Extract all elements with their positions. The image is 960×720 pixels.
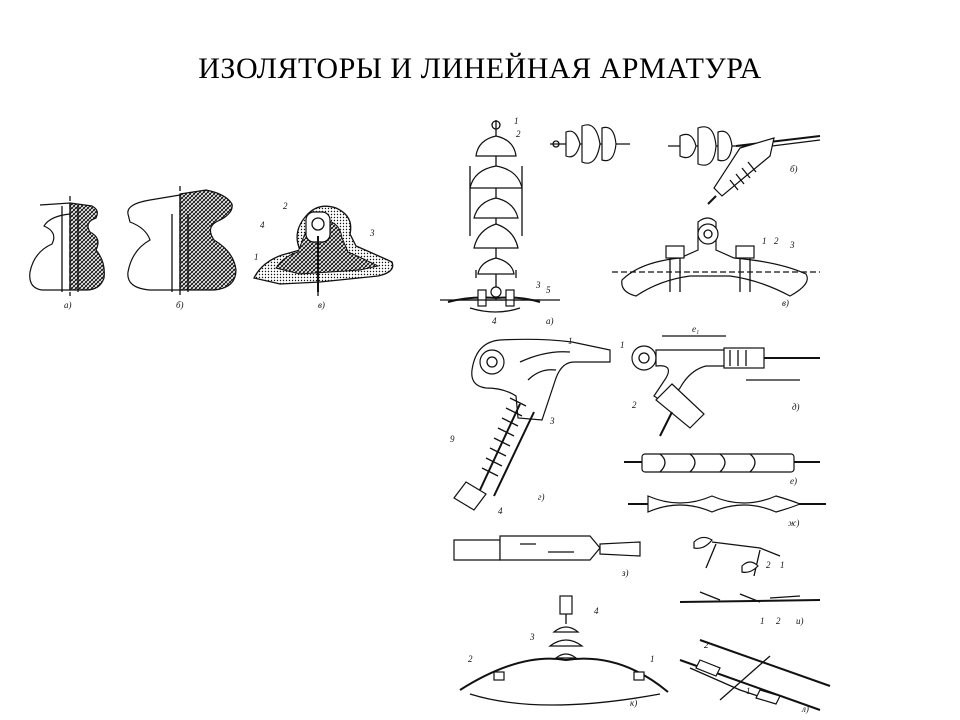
label-clamp-v-1: 1 xyxy=(762,236,767,246)
label-str-2: 2 xyxy=(516,129,521,139)
label-k: к) xyxy=(630,698,637,708)
label-v-4: 4 xyxy=(260,220,265,230)
label-g-3: 3 xyxy=(549,416,555,426)
spacer-k: 2 3 4 1 к) xyxy=(459,595,669,708)
label-i-2b: 2 xyxy=(776,616,781,626)
label-str-1: 1 xyxy=(514,116,519,126)
label-clamp-b: б) xyxy=(790,164,798,174)
label-d-2: 2 xyxy=(632,400,637,410)
label-i-1b: 1 xyxy=(760,616,765,626)
disk-insulator-v: 2 4 3 1 в) xyxy=(253,201,394,310)
label-b: б) xyxy=(176,300,184,310)
phase-spacer-l: 2 1 л) xyxy=(679,639,831,714)
horizontal-insulator xyxy=(550,124,630,164)
label-e: е) xyxy=(790,476,797,486)
label-l-2: 2 xyxy=(704,640,709,650)
label-i-2: 2 xyxy=(766,560,771,570)
label-d: д) xyxy=(792,402,800,412)
label-g-4: 4 xyxy=(498,506,503,516)
twisted-connector-zh: ж) xyxy=(628,495,826,528)
oval-connector-e: е) xyxy=(624,453,820,486)
label-k-2: 2 xyxy=(468,654,473,664)
pin-insulator-b: б) xyxy=(127,186,237,310)
label-i: и) xyxy=(796,616,804,626)
label-k-1: 1 xyxy=(650,654,655,664)
label-g-9: 9 xyxy=(450,434,455,444)
label-l-1: 1 xyxy=(746,686,751,696)
label-d-1: 1 xyxy=(620,340,625,350)
label-i-1: 1 xyxy=(780,560,785,570)
label-clamp-v: в) xyxy=(782,298,789,308)
label-str-4: 4 xyxy=(492,316,497,326)
pin-insulator-a: а) xyxy=(29,196,105,310)
label-l: л) xyxy=(801,704,809,714)
label-str-3: 3 xyxy=(535,280,541,290)
label-z: з) xyxy=(621,568,629,578)
label-d-e: e₁ xyxy=(692,324,699,334)
label-k-3: 3 xyxy=(529,632,535,642)
tension-clamp-b: б) xyxy=(668,126,821,205)
insulator-string-a: 1 2 3 5 4 а) xyxy=(440,116,560,326)
label-k-4: 4 xyxy=(594,606,599,616)
label-v-1: 1 xyxy=(254,252,259,262)
wedge-clamp-d: e₁ 1 2 д) xyxy=(620,324,820,437)
damper-group-i: 2 1 1 2 и) xyxy=(679,536,821,626)
label-v-2: 2 xyxy=(283,201,288,211)
label-a: а) xyxy=(64,300,72,310)
label-str-a: а) xyxy=(546,316,554,326)
suspension-clamp-v: 1 2 3 в) xyxy=(612,217,820,308)
tension-clamp-g: 1 3 9 4 г) xyxy=(450,336,611,516)
label-clamp-v-3: 3 xyxy=(789,240,795,250)
label-zh: ж) xyxy=(788,518,799,528)
label-v: в) xyxy=(318,300,325,310)
compression-sleeve-z: з) xyxy=(453,535,641,578)
slide-title: ИЗОЛЯТОРЫ И ЛИНЕЙНАЯ АРМАТУРА xyxy=(198,52,762,85)
label-v-3: 3 xyxy=(369,228,375,238)
label-str-5: 5 xyxy=(546,285,551,295)
label-g: г) xyxy=(538,492,545,502)
label-clamp-v-2: 2 xyxy=(774,236,779,246)
label-g-1: 1 xyxy=(568,336,573,346)
